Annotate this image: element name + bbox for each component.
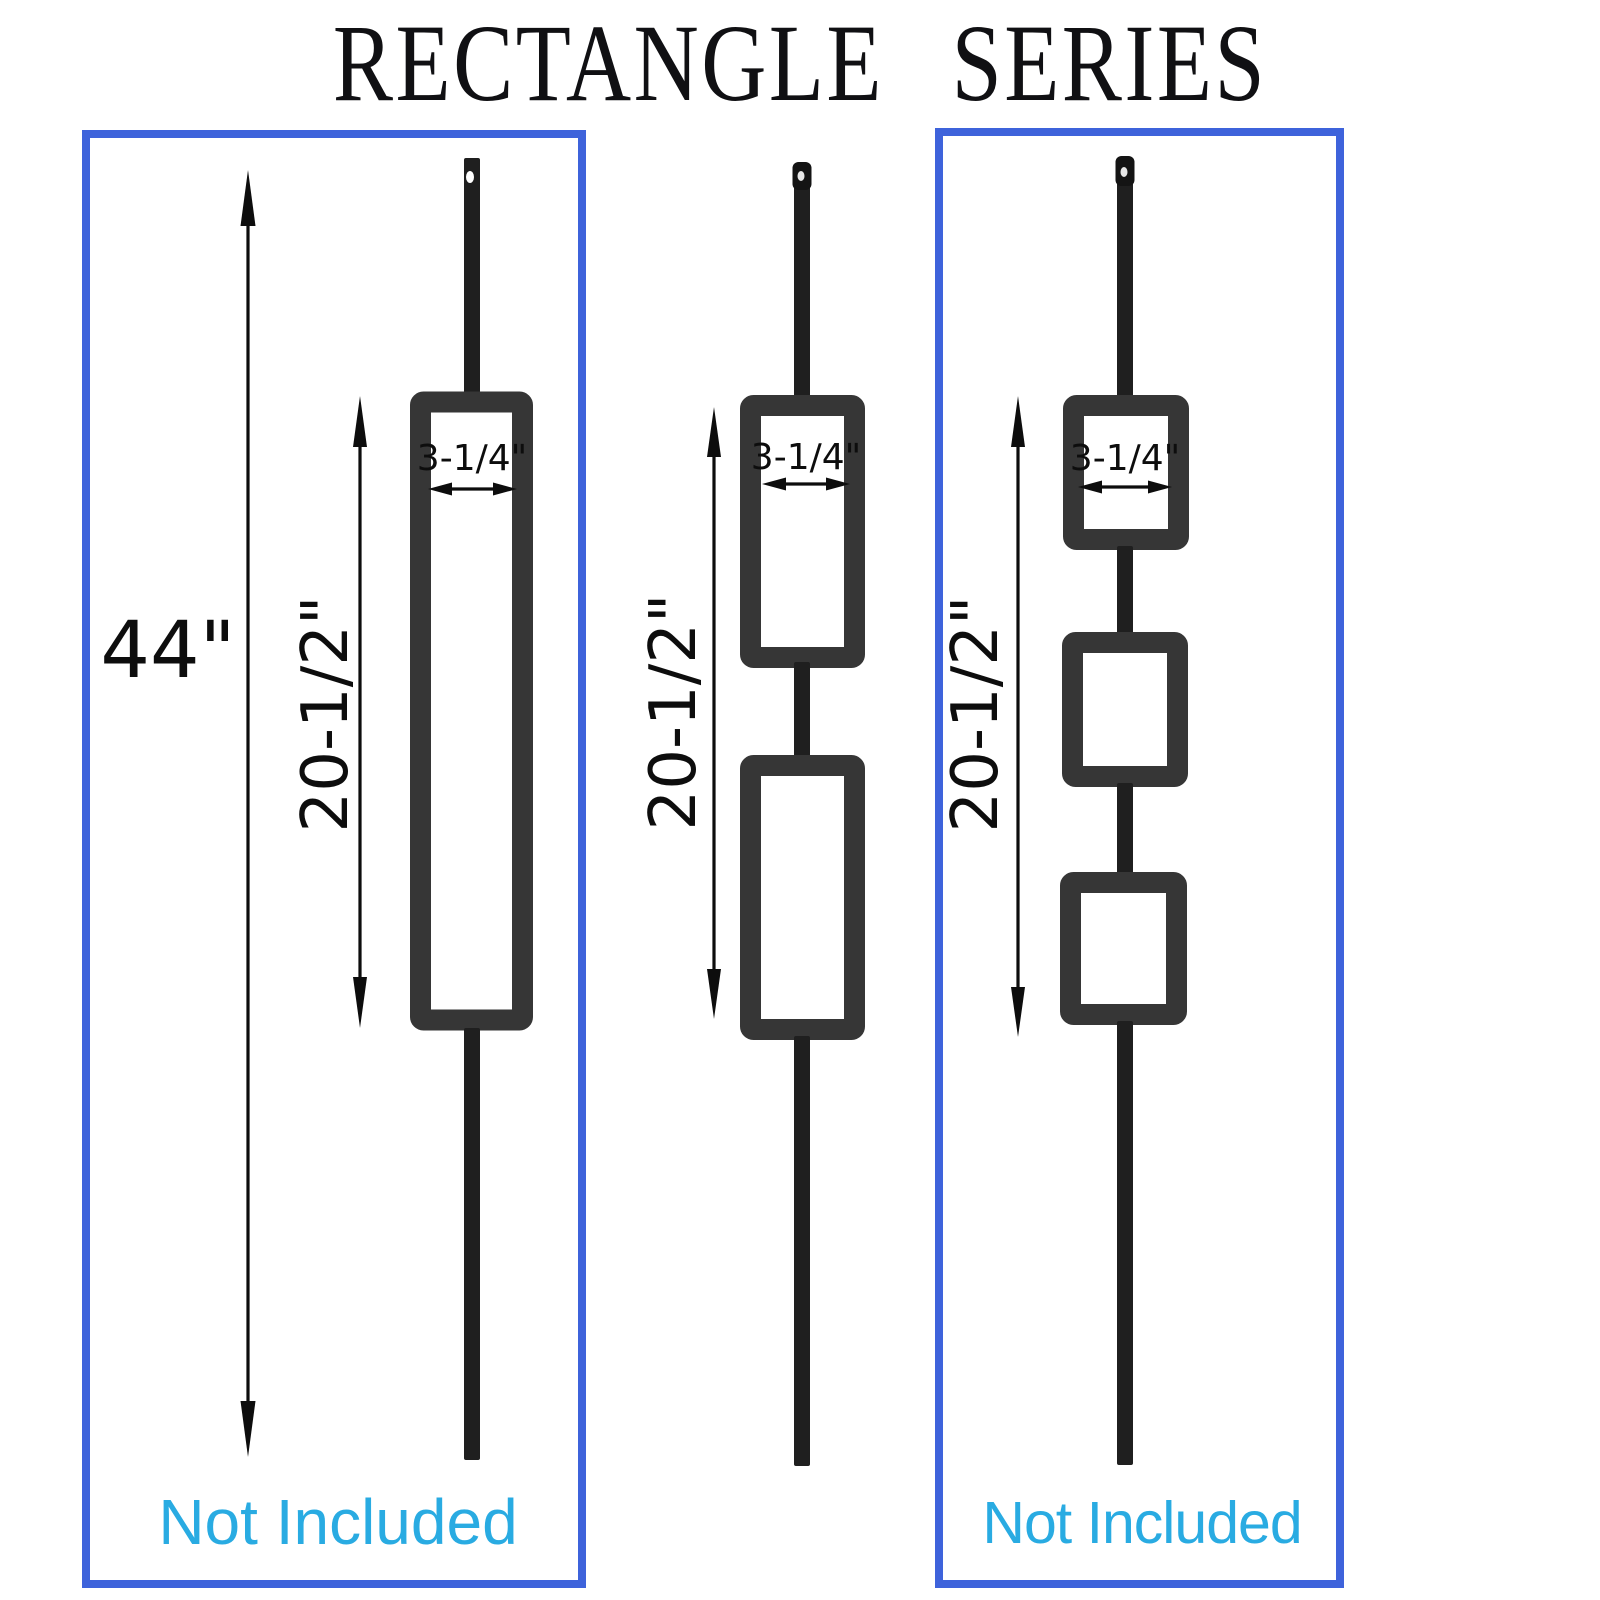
pattern-height-label-mid: 20-1/2": [637, 593, 711, 831]
not-included-frame-right: [935, 128, 1344, 1588]
not-included-label-left: Not Included: [158, 1486, 518, 1558]
overall-height-label: 44": [100, 606, 236, 696]
pattern-width-arrow-right-icon: [1078, 480, 1172, 494]
pattern-height-arrow-mid-icon: [707, 407, 721, 1019]
pattern-width-label-right: 3-1/4": [1069, 438, 1181, 479]
not-included-label-right: Not Included: [982, 1490, 1302, 1556]
overall-height-arrow-icon: [240, 170, 256, 1457]
pattern-height-arrow-right-icon: [1011, 396, 1025, 1037]
pattern-width-arrow-left-icon: [428, 482, 517, 496]
pattern-height-label-right: 20-1/2": [939, 595, 1013, 833]
pattern-height-label-left: 20-1/2": [289, 595, 363, 833]
baluster-triple-square: [1060, 156, 1189, 1465]
page-title: RECTANGLE SERIES: [332, 2, 1268, 124]
pattern-width-arrow-mid-icon: [762, 477, 850, 491]
baluster-double-rectangle: [740, 162, 865, 1466]
pattern-height-arrow-left-icon: [353, 396, 367, 1028]
pattern-width-label-mid: 3-1/4": [750, 437, 862, 478]
baluster-single-rectangle: [410, 158, 533, 1460]
pattern-width-label-left: 3-1/4": [416, 438, 528, 479]
not-included-frame-left: [82, 130, 586, 1588]
